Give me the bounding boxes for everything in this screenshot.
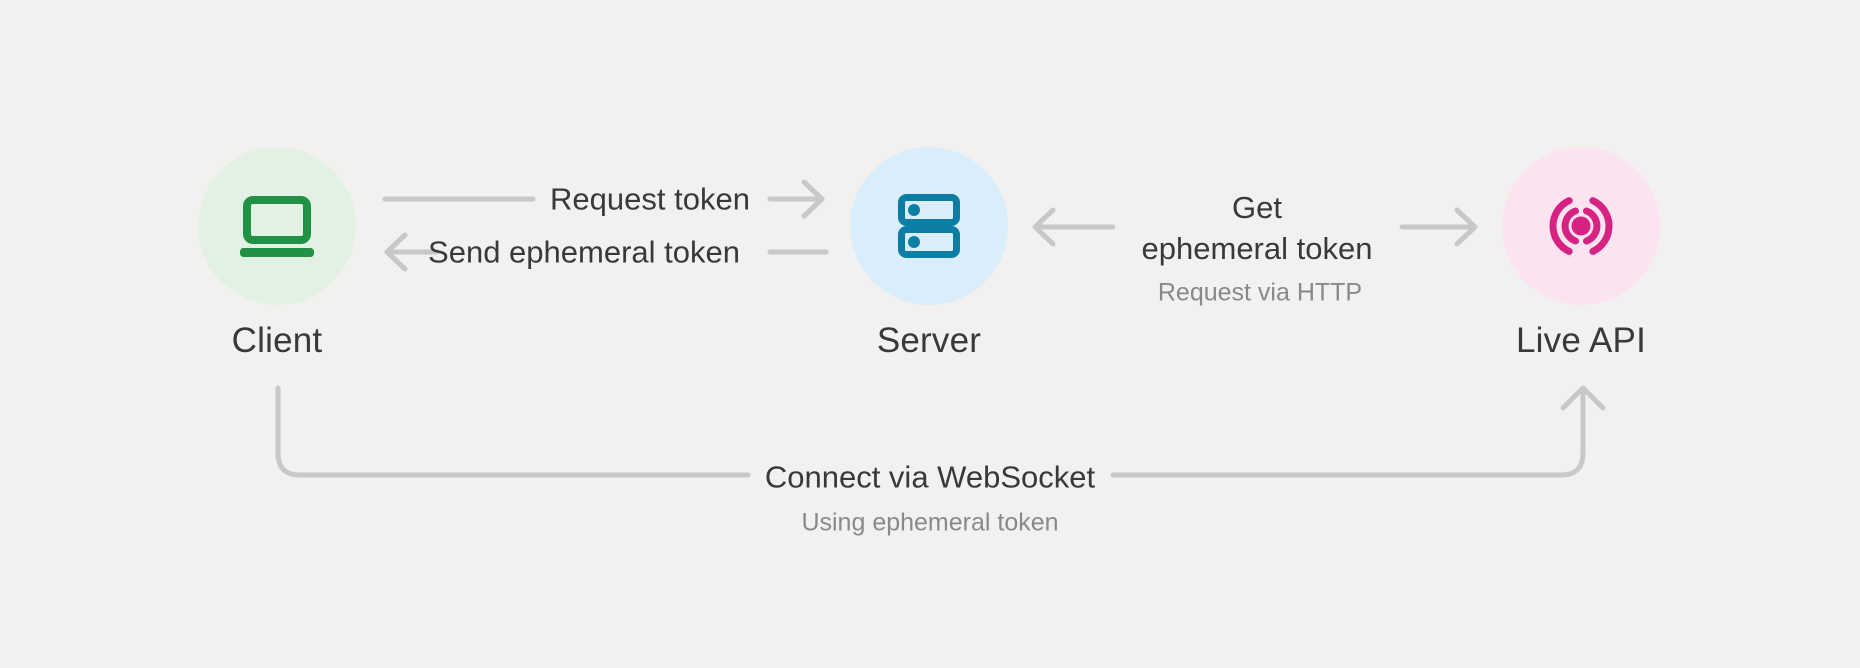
websocket-arrowhead-icon [1560,385,1606,411]
connect-websocket-label: Connect via WebSocket [764,459,1096,495]
request-token-label: Request token [550,181,750,217]
client-node-label: Client [231,321,323,360]
get-ephemeral-token-label-line1: Get [1232,190,1282,225]
server-rack-icon [898,194,960,258]
live-api-node-label: Live API [1515,321,1647,360]
websocket-path-right [1110,387,1586,478]
laptop-icon [240,195,314,257]
client-node-circle [198,147,356,305]
live-api-node-circle [1502,147,1660,305]
connect-websocket-sublabel: Using ephemeral token [801,508,1059,537]
live-broadcast-icon [1549,197,1613,255]
get-token-right-arrow-icon [1399,207,1478,247]
get-ephemeral-token-label: Get ephemeral token [1142,187,1373,269]
send-ephemeral-token-label: Send ephemeral token [428,234,740,270]
server-node-label: Server [876,321,982,360]
get-ephemeral-token-sublabel: Request via HTTP [1157,278,1363,307]
send-token-arrow-icon [384,232,440,272]
get-token-left-arrow-icon [1032,207,1116,247]
request-token-arrow-icon [767,179,825,219]
websocket-path-left [275,385,751,478]
get-ephemeral-token-label-line2: ephemeral token [1141,231,1373,266]
server-node-circle [850,147,1008,305]
